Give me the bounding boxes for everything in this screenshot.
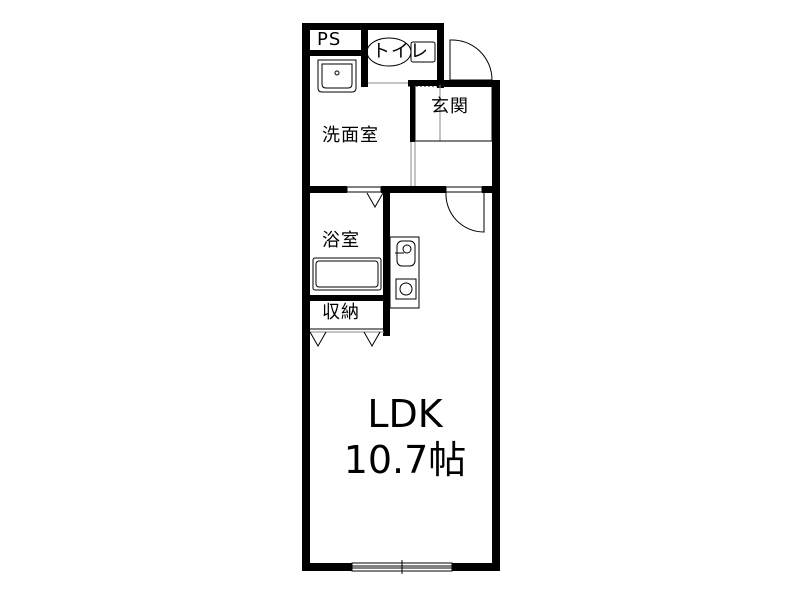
wall-ps-toilet: [361, 23, 368, 87]
ldk-door-frame[interactable]: [445, 186, 483, 193]
washbasin-outer: [317, 59, 357, 93]
washbasin-inner: [321, 63, 353, 89]
bathtub-inner: [315, 260, 379, 288]
wall-entrance-top: [444, 80, 500, 87]
kitchen-counter: [389, 236, 420, 309]
bath-door-fold: [366, 192, 384, 209]
wall-bath-bottom: [302, 295, 388, 301]
room-label-washroom: 洗面室: [322, 125, 379, 146]
wall-top: [302, 23, 444, 30]
wall-toilet-bottom: [408, 80, 444, 86]
front-door-swing[interactable]: [449, 39, 493, 81]
washbasin-drain: [334, 70, 340, 76]
toilet-tank: [410, 41, 436, 63]
bathtub-outer: [312, 257, 382, 291]
washroom-door[interactable]: [346, 186, 382, 193]
wall-washroom-right: [410, 84, 415, 142]
wall-toilet-right: [437, 23, 444, 88]
sink-drain: [402, 244, 412, 254]
room-label-storage: 収納: [322, 302, 360, 323]
room-label-ldk: LDK: [367, 392, 443, 436]
wall-mid-right: [482, 186, 500, 193]
stove-burner: [399, 282, 413, 296]
room-label-bathroom: 浴室: [322, 230, 360, 251]
storage-door-fold-left[interactable]: [309, 331, 327, 348]
storage-door-fold-right[interactable]: [363, 331, 381, 348]
room-label-toilet: トイレ: [372, 41, 429, 62]
wall-bath-right: [383, 186, 390, 336]
wall-right: [492, 80, 500, 571]
stove-outer: [395, 278, 417, 300]
room-size-ldk: 10.7帖: [343, 438, 467, 482]
room-label-entrance: 玄関: [431, 96, 469, 117]
wall-ps-bottom: [302, 50, 364, 56]
wall-mid-center: [381, 186, 446, 193]
ldk-door-swing[interactable]: [445, 191, 485, 233]
wall-mid-left: [302, 186, 347, 193]
room-label-ps: PS: [317, 29, 342, 50]
